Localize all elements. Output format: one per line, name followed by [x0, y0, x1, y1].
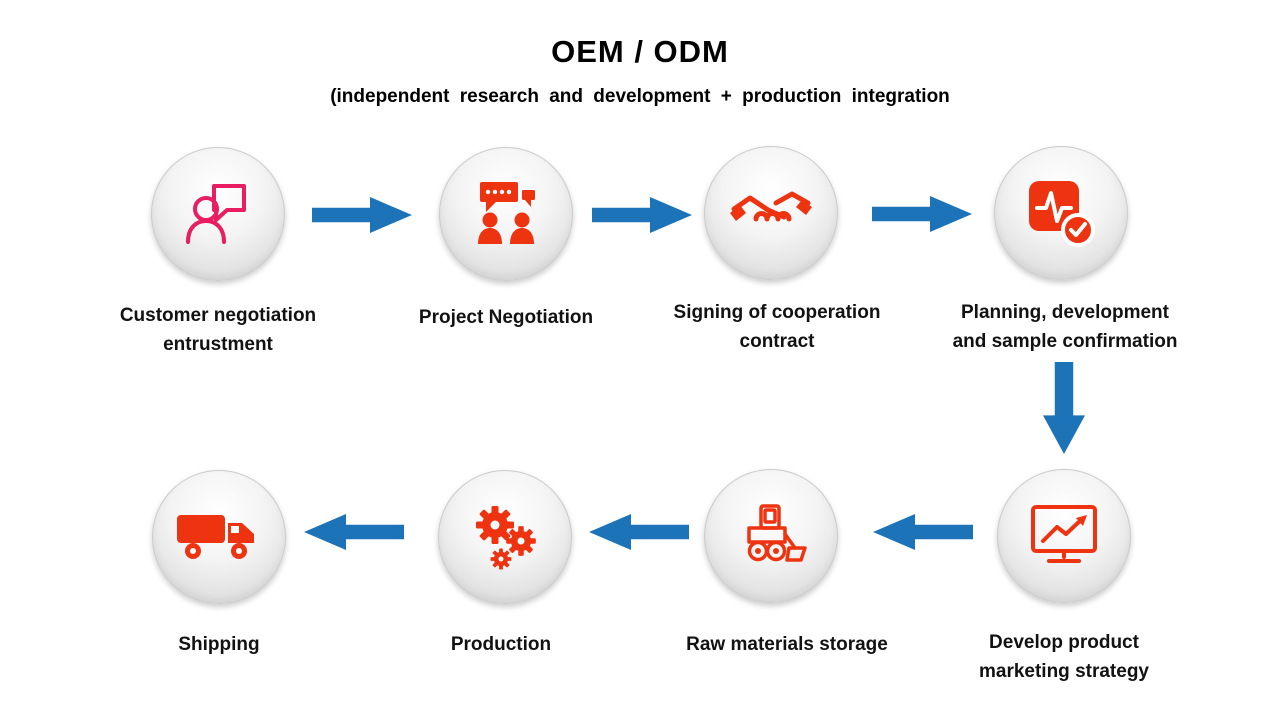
step-label-line: Customer negotiation [119, 305, 317, 326]
arrow-left-1 [873, 514, 973, 550]
step-label-line: Planning, development [961, 302, 1169, 323]
arrow-right-1 [312, 197, 412, 233]
step-circle-contract-signing [704, 146, 838, 280]
step-circle-marketing-strategy [997, 469, 1131, 603]
people-discussion-icon [478, 182, 535, 244]
step-label-line: Production [450, 634, 552, 655]
step-label-line: Project Negotiation [418, 307, 594, 328]
arrow-left-2 [589, 514, 689, 550]
step-label-line: Signing of cooperation [673, 302, 881, 323]
step-label-line: Raw materials storage [686, 634, 888, 655]
step-label-line: marketing strategy [978, 661, 1149, 682]
step-label-line: Develop product [989, 632, 1139, 653]
step-label-shipping: Shipping [119, 630, 319, 659]
step-circle-customer-negotiation [151, 147, 285, 281]
step-label-line: and sample confirmation [952, 331, 1178, 352]
step-label-line: contract [739, 331, 815, 352]
gears-icon [476, 506, 536, 570]
page-title: OEM / ODM [551, 34, 729, 69]
wheel-loader-icon [747, 504, 807, 562]
step-label-customer-negotiation: Customer negotiation entrustment [88, 301, 348, 359]
arrow-down-1 [1043, 362, 1085, 454]
step-label-planning: Planning, development and sample confirm… [934, 298, 1196, 356]
arrow-left-3 [304, 514, 404, 550]
monitor-chart-icon [1031, 505, 1097, 563]
step-circle-production [438, 470, 572, 604]
step-label-production: Production [401, 630, 601, 659]
step-label-contract-signing: Signing of cooperation contract [647, 298, 907, 356]
step-circle-raw-materials [704, 469, 838, 603]
truck-icon [177, 515, 254, 559]
step-circle-shipping [152, 470, 286, 604]
step-circle-project-negotiation [439, 147, 573, 281]
arrow-right-2 [592, 197, 692, 233]
step-label-project-negotiation: Project Negotiation [376, 303, 636, 332]
step-label-line: Shipping [178, 634, 260, 655]
step-label-marketing-strategy: Develop product marketing strategy [954, 628, 1174, 686]
step-circle-planning [994, 146, 1128, 280]
handshake-icon [730, 191, 812, 222]
page-subtitle: (independent research and development + … [330, 86, 950, 107]
step-label-line: entrustment [163, 334, 273, 355]
step-label-raw-materials: Raw materials storage [647, 630, 927, 659]
pulse-check-icon [1029, 181, 1095, 247]
arrow-right-3 [872, 196, 972, 232]
person-chat-icon [186, 184, 246, 244]
